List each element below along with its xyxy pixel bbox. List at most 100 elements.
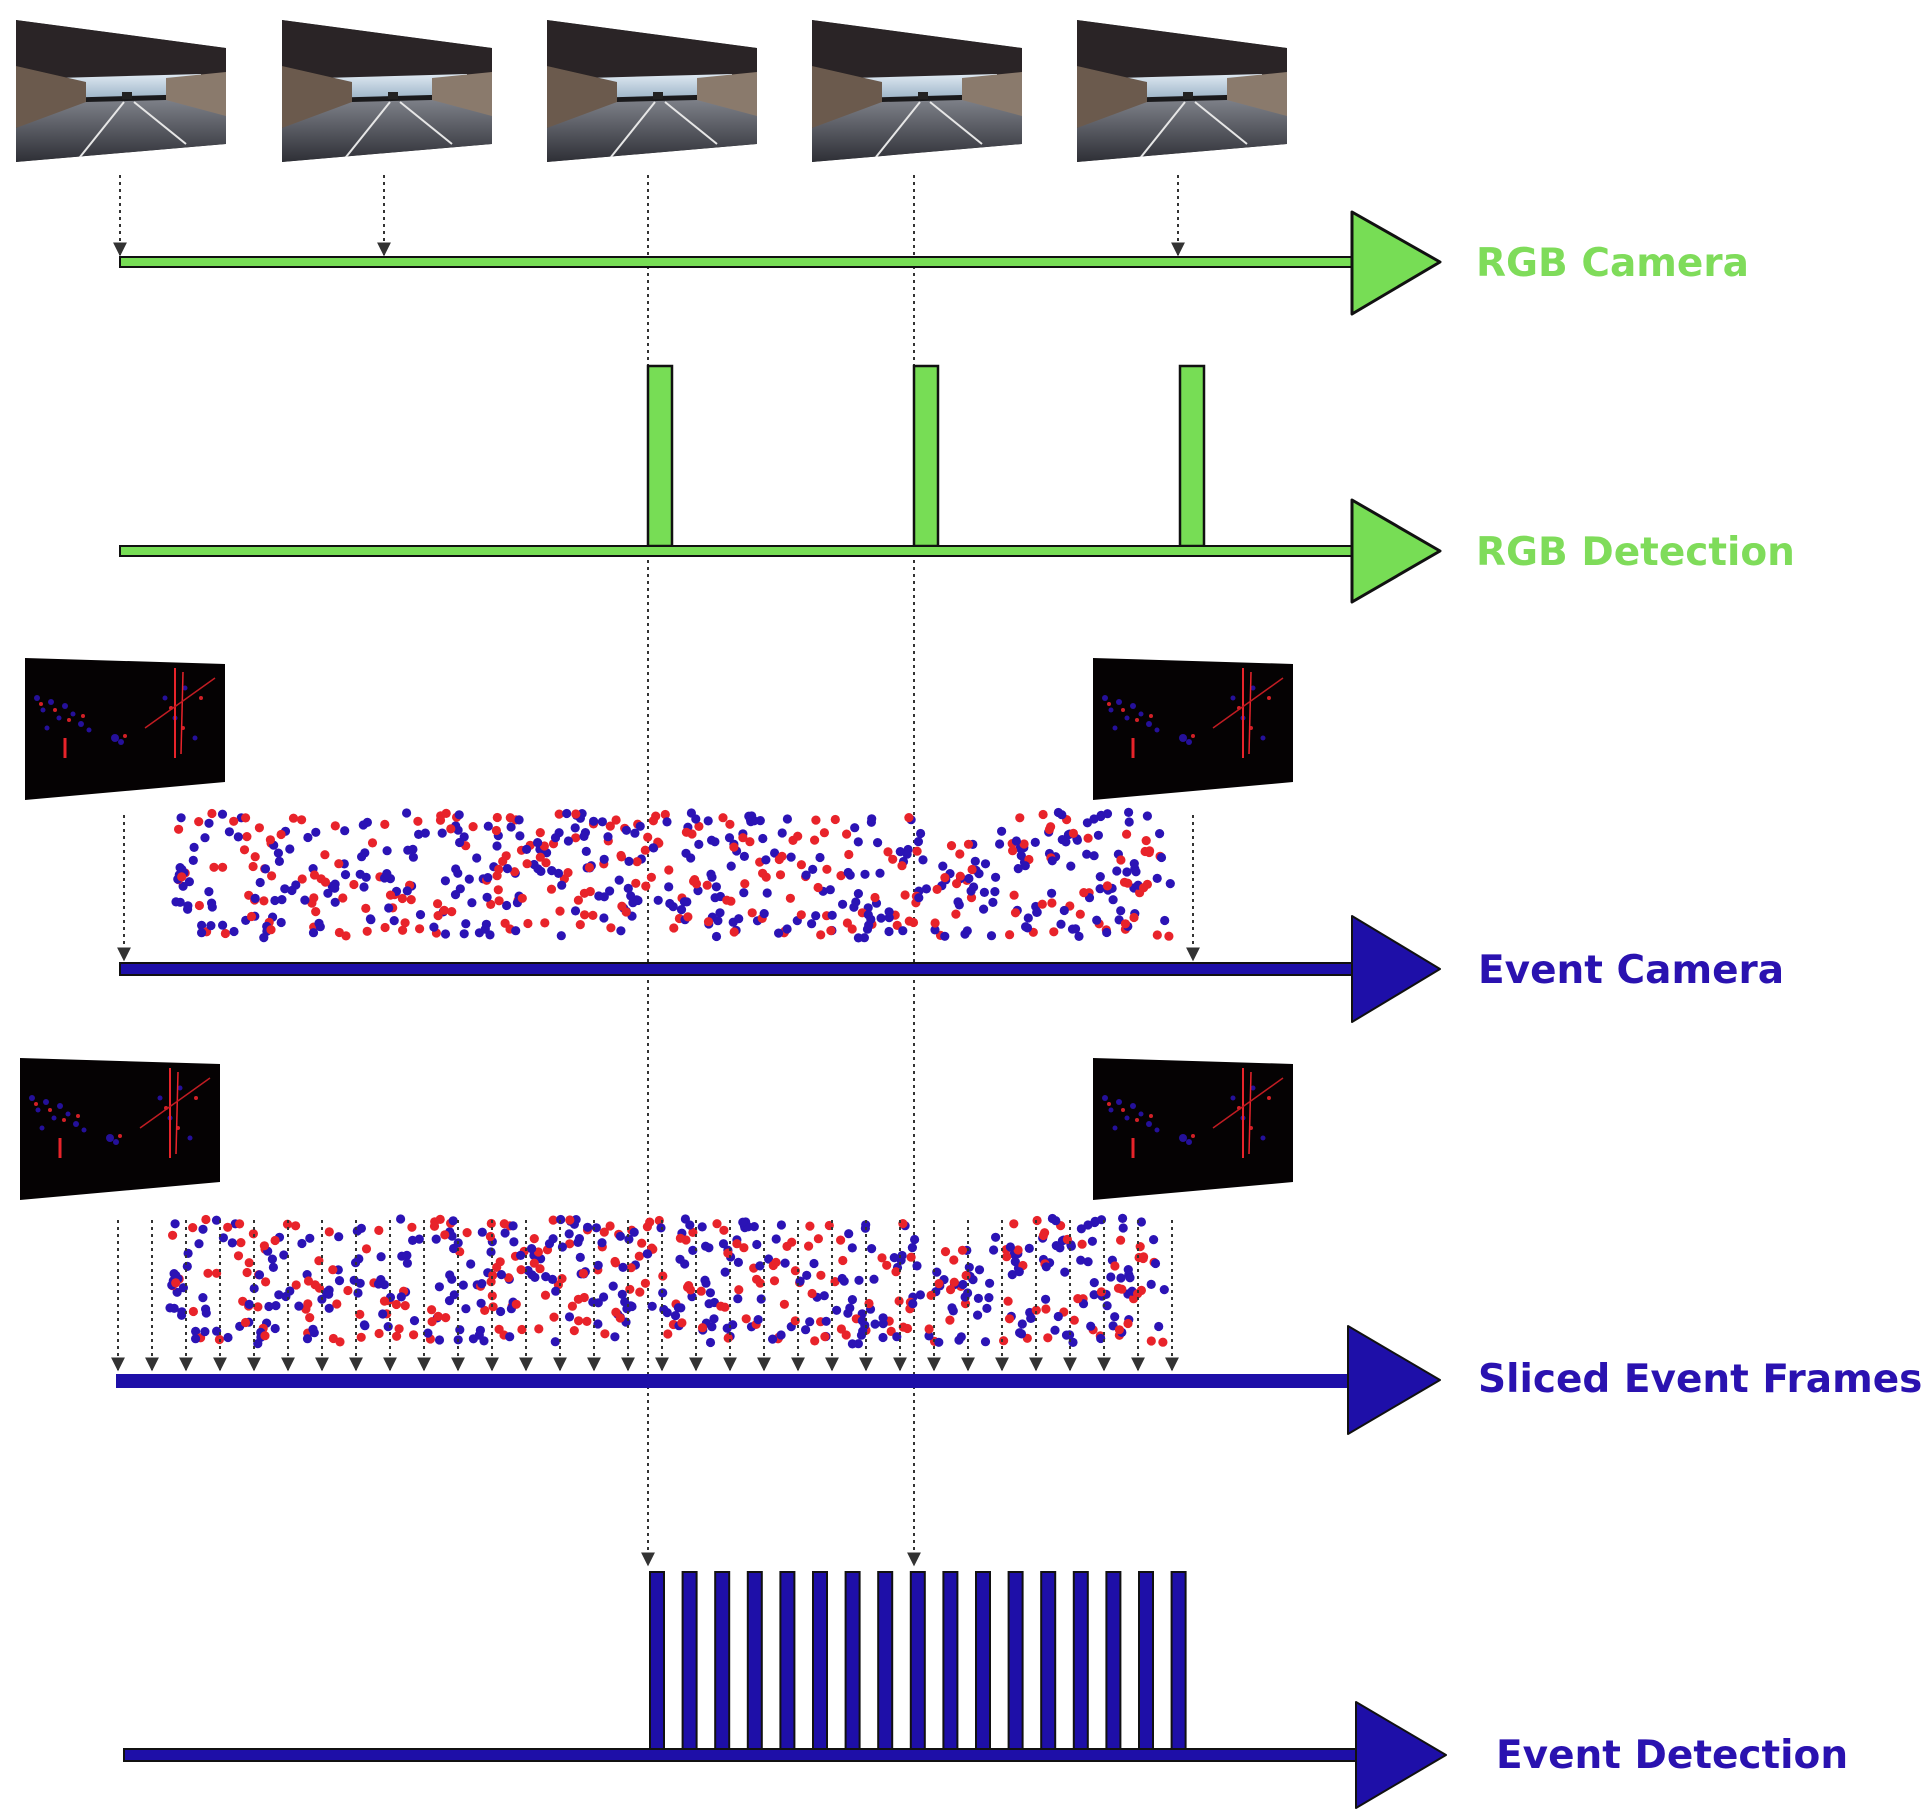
event-dot [567,1301,578,1311]
rgb-capture-arrows [113,175,1185,257]
event-dot [294,1301,304,1311]
event-dot [446,824,456,834]
event-dot [374,1328,384,1339]
event-dot [940,1247,951,1257]
event-dot [485,1231,495,1242]
event-dot [494,896,504,906]
event-dot [906,1252,916,1262]
event-dot [409,1330,419,1340]
event-dot [449,1243,459,1254]
event-dot [720,1267,730,1277]
detection-pulse [646,364,674,548]
event-dot [570,823,580,833]
event-dot [334,859,344,869]
event-dot [380,819,390,830]
event-dot [472,853,482,863]
event-dot [635,821,645,831]
event-dot [569,1326,579,1336]
event-dot [248,861,258,872]
event-dot [579,888,590,898]
event-dot [1136,1217,1146,1227]
event-dot [918,855,928,865]
event-dot [300,895,310,905]
event-dot [562,808,572,819]
event-dot [739,888,749,898]
event-dot [934,1279,944,1289]
event-dot [338,893,348,903]
event-dot [838,899,848,909]
event-dot [739,1243,749,1253]
event-dot [662,817,672,827]
event-dot [541,1272,551,1282]
event-dot [991,1232,1001,1242]
event-dot [790,1266,801,1276]
event-dot [718,1239,729,1249]
event-dot [653,895,663,905]
event-frame-thumbnail [1093,1058,1293,1200]
event-dot [264,1301,274,1312]
rgb-detection-timeline [119,364,1442,604]
event-dot [776,1220,787,1230]
detection-pulse [1138,1571,1154,1751]
event-dot [1159,1285,1169,1295]
event-dot [677,1318,687,1328]
event-dot [551,1286,561,1296]
event-dot [982,1303,992,1313]
event-dot [516,1265,526,1275]
event-dot [265,835,275,845]
event-dot [565,1239,575,1249]
event-dot [974,1265,985,1275]
event-dot [579,831,589,842]
event-dot [915,1290,926,1300]
event-dot [711,931,722,942]
event-dot [1144,847,1154,858]
event-dot [1133,1289,1143,1299]
event-dot [527,1244,537,1254]
event-dot [940,873,950,883]
event-dot [212,1326,222,1336]
event-dot [884,907,894,917]
event-dot [246,911,257,922]
event-dot [1155,829,1165,839]
event-dot [575,1252,585,1262]
event-dot [259,933,269,943]
event-dot [673,1303,684,1313]
event-dot [324,1289,334,1299]
event-dot [960,929,970,939]
event-dot [836,1324,847,1334]
event-dot [631,878,641,888]
event-dot [330,821,340,831]
event-dot [1146,1336,1156,1346]
event-dot [277,895,287,905]
event-dot [845,1303,855,1313]
event-dot [774,928,784,938]
event-dot [676,905,687,915]
event-dot [847,1243,857,1253]
event-dot [621,825,632,835]
event-dot [270,895,280,906]
event-dot [522,844,532,855]
event-dot [973,1310,983,1320]
event-dot [888,854,898,864]
event-dot [908,1299,918,1309]
event-dot [487,1291,497,1301]
event-dot [242,1267,252,1278]
event-dot [985,1278,995,1288]
event-dot [820,1332,830,1342]
event-dot [1041,1262,1051,1272]
event-dot [615,1231,626,1241]
event-dot [875,868,885,878]
event-dot [408,844,418,855]
event-dot [493,885,503,895]
event-dot [461,1304,471,1314]
event-dot [999,1336,1009,1346]
event-dot [1041,1294,1051,1304]
event-dot [188,1306,198,1317]
event-dot [502,864,512,874]
event-dot [734,914,744,924]
event-dot [830,814,840,825]
event-dot [356,1332,366,1342]
event-dot [1118,1213,1128,1223]
event-dot [571,833,581,843]
event-dot [402,1258,412,1268]
